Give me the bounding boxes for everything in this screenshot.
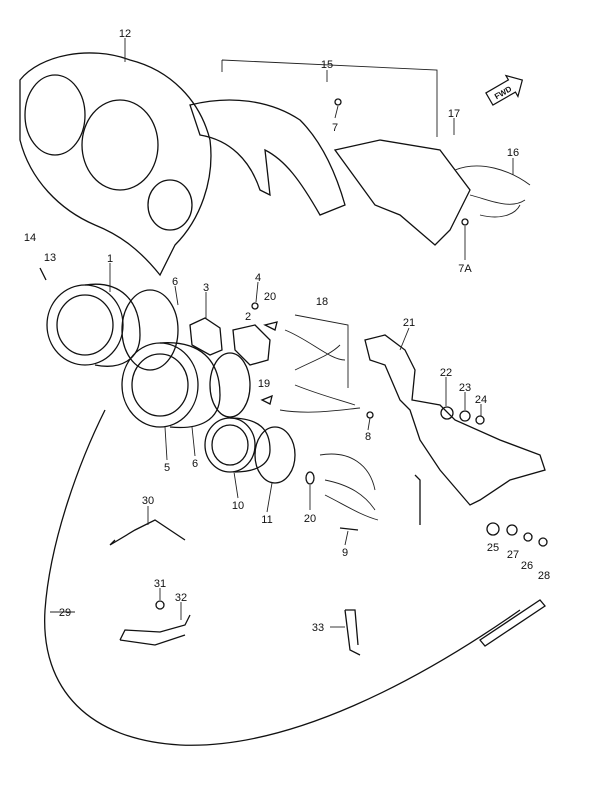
- callout: 4: [255, 272, 261, 284]
- callout: 9: [342, 547, 348, 559]
- callout: 13: [44, 252, 56, 264]
- callout: 21: [403, 317, 415, 329]
- callout: 16: [507, 147, 519, 159]
- callout: 8: [365, 431, 371, 443]
- callout: 33: [312, 622, 324, 634]
- callout: 7A: [458, 263, 472, 275]
- callout: 24: [475, 394, 487, 406]
- callout: 26: [521, 560, 533, 572]
- meter-cover: [19, 52, 212, 277]
- meter-case: [189, 59, 471, 246]
- callout: 7: [332, 122, 338, 134]
- callout: 31: [154, 578, 166, 590]
- plate-2: [232, 324, 271, 366]
- harness-16: [454, 165, 531, 218]
- callout: 6: [172, 276, 178, 288]
- harness-9: [319, 453, 379, 521]
- callout: 19: [258, 378, 270, 390]
- callout: 1: [107, 253, 113, 265]
- callout: 5: [164, 462, 170, 474]
- fuel-gauge: [204, 417, 296, 484]
- callout: 25: [487, 542, 499, 554]
- callout: 17: [448, 108, 460, 120]
- speedometer-cable: [44, 409, 521, 746]
- callout: 3: [203, 282, 209, 294]
- tachometer: [46, 283, 179, 371]
- callout: 28: [538, 570, 550, 582]
- harness-18: [279, 329, 361, 413]
- fwd-arrow-icon: FWD: [485, 74, 524, 106]
- callout: 2: [245, 311, 251, 323]
- callout: 11: [261, 514, 272, 526]
- speedometer: [121, 342, 251, 429]
- callout: 18: [316, 296, 328, 308]
- callout: 20: [304, 513, 316, 525]
- callout: 12: [119, 28, 131, 40]
- callout: 14: [24, 232, 36, 244]
- callout: 6: [192, 458, 198, 470]
- bracket-30: [109, 519, 186, 546]
- callout: 30: [142, 495, 154, 507]
- callout: 32: [175, 592, 187, 604]
- gasket-3: [189, 317, 223, 356]
- callout: 29: [59, 607, 71, 619]
- callout: 15: [321, 59, 333, 71]
- clamp-33: [344, 609, 361, 656]
- bracket-21: [364, 334, 546, 506]
- hardware: [39, 98, 548, 547]
- callout: 22: [440, 367, 452, 379]
- bracket-32: [119, 614, 191, 646]
- callout: 23: [459, 382, 471, 394]
- callouts: 12 15 7 17 16 7A 14 13 1 6 3 4 20 2 18 2…: [24, 28, 550, 634]
- callout: 10: [232, 500, 244, 512]
- leader-lines: [50, 38, 514, 628]
- callout: 20: [264, 291, 276, 303]
- callout: 27: [507, 549, 519, 561]
